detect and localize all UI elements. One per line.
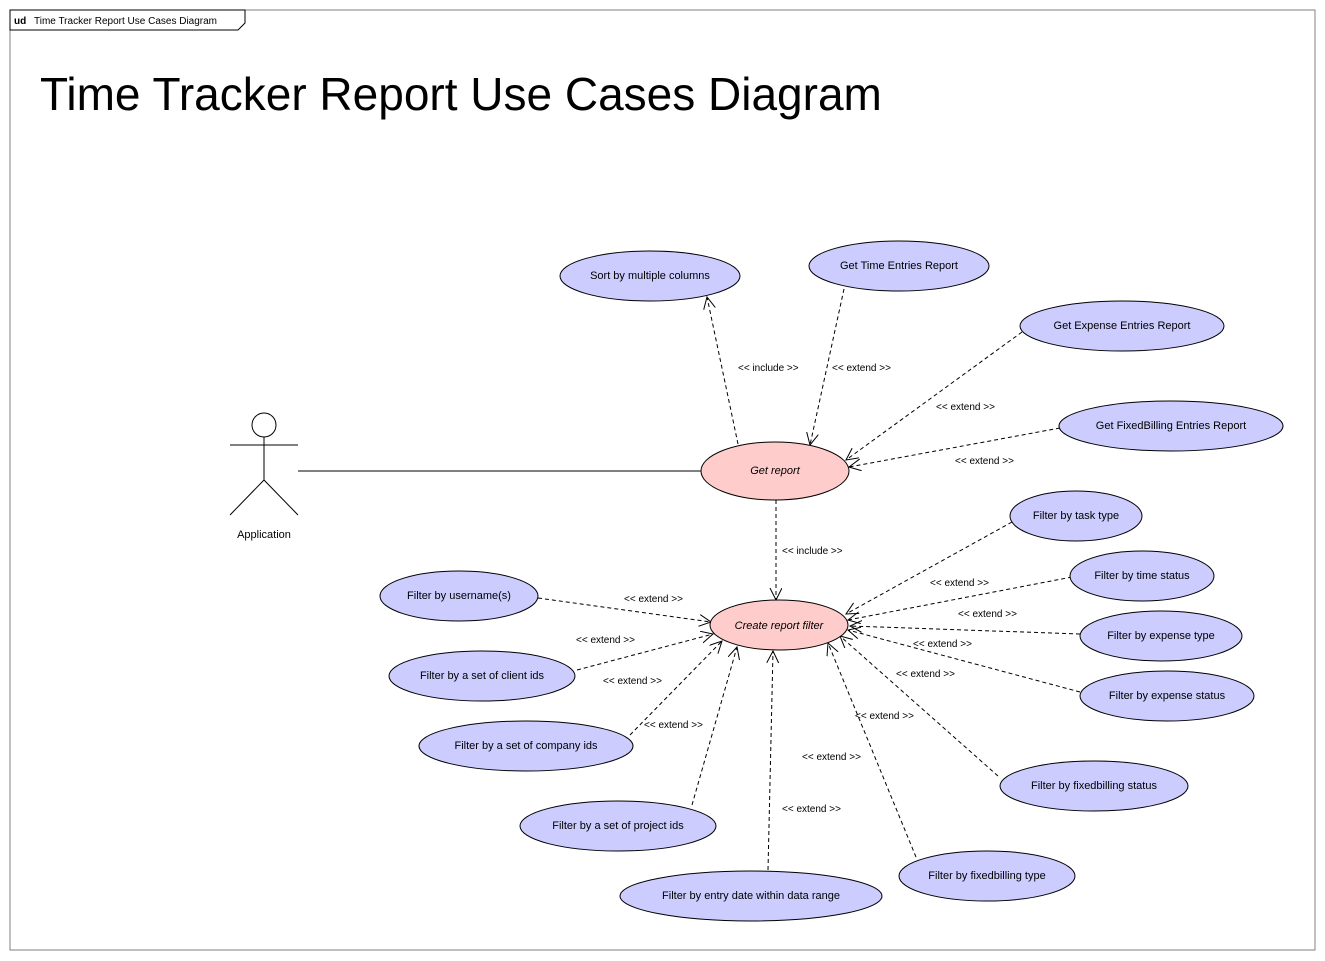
diagram-frame bbox=[9, 9, 1316, 951]
use-case-label: Create report filter bbox=[735, 620, 825, 632]
actor-left-leg bbox=[229, 479, 265, 516]
diagram-title: Time Tracker Report Use Cases Diagram bbox=[40, 68, 882, 120]
use-case-label: Get Time Entries Report bbox=[840, 260, 958, 272]
use-case-label: Get report bbox=[750, 465, 800, 477]
use-case-label: Filter by a set of project ids bbox=[552, 820, 684, 832]
use-case-label: Filter by fixedbilling type bbox=[928, 870, 1045, 882]
use-case-label: Filter by expense status bbox=[1109, 690, 1226, 702]
use-case-get-fixedbilling-entries-report[interactable]: Get FixedBilling Entries Report bbox=[1058, 400, 1284, 452]
use-case-filter-by-project-ids[interactable]: Filter by a set of project ids bbox=[519, 800, 717, 852]
frame-tag-name: Time Tracker Report Use Cases Diagram bbox=[34, 16, 217, 27]
actor-right-leg bbox=[263, 479, 299, 516]
use-case-filter-by-company-ids[interactable]: Filter by a set of company ids bbox=[418, 720, 634, 772]
use-case-filter-by-expense-status[interactable]: Filter by expense status bbox=[1079, 670, 1255, 722]
extend-company-ids-line bbox=[629, 641, 722, 736]
use-case-filter-by-usernames[interactable]: Filter by username(s) bbox=[379, 570, 539, 622]
extend-expense-type-line bbox=[850, 626, 1081, 635]
extend-expense-entries-line bbox=[846, 331, 1023, 460]
extend-label-project-ids: << extend >> bbox=[644, 720, 703, 731]
actor-head bbox=[251, 412, 277, 438]
extend-label-expense-type: << extend >> bbox=[913, 639, 972, 650]
extend-label-expense-status: << extend >> bbox=[896, 669, 955, 680]
extend-client-ids-line bbox=[576, 634, 713, 671]
frame-tag-box bbox=[9, 9, 246, 31]
actor-application[interactable]: Application bbox=[229, 412, 299, 541]
extend-label-fixedbilling-status: << extend >> bbox=[855, 711, 914, 722]
extend-label-task-type: << extend >> bbox=[930, 578, 989, 589]
use-case-label: Filter by a set of company ids bbox=[454, 740, 598, 752]
include-label-create-filter: << include >> bbox=[782, 546, 843, 557]
use-case-filter-by-expense-type[interactable]: Filter by expense type bbox=[1079, 610, 1243, 662]
extend-label-time-entries: << extend >> bbox=[832, 363, 891, 374]
use-case-label: Filter by task type bbox=[1033, 510, 1119, 522]
use-case-filter-by-fixedbilling-status[interactable]: Filter by fixedbilling status bbox=[999, 760, 1189, 812]
use-case-filter-by-client-ids[interactable]: Filter by a set of client ids bbox=[388, 650, 576, 702]
extend-label-fixedbilling-entries: << extend >> bbox=[955, 456, 1014, 467]
extend-task-type-line bbox=[846, 521, 1013, 614]
use-case-label: Filter by entry date within data range bbox=[662, 890, 840, 902]
extend-time-status-line bbox=[848, 576, 1073, 620]
actor-label: Application bbox=[237, 529, 291, 541]
include-sort-line bbox=[707, 297, 739, 445]
extend-label-fixedbilling-type: << extend >> bbox=[802, 752, 861, 763]
extend-usernames-line bbox=[537, 597, 711, 622]
extend-label-time-status: << extend >> bbox=[958, 609, 1017, 620]
extend-fixedbilling-type-line bbox=[828, 643, 917, 858]
extend-label-company-ids: << extend >> bbox=[603, 676, 662, 687]
use-case-filter-by-task-type[interactable]: Filter by task type bbox=[1009, 490, 1143, 542]
relation-labels: << include >> << extend >> << extend >> … bbox=[576, 363, 1017, 815]
extend-project-ids-line bbox=[691, 647, 737, 806]
use-case-filter-by-fixedbilling-type[interactable]: Filter by fixedbilling type bbox=[898, 850, 1076, 902]
include-label-sort: << include >> bbox=[738, 363, 799, 374]
use-case-label: Filter by a set of client ids bbox=[420, 670, 545, 682]
extend-label-expense-entries: << extend >> bbox=[936, 402, 995, 413]
use-case-sort-by-multiple-columns[interactable]: Sort by multiple columns bbox=[559, 250, 741, 302]
use-case-label: Get Expense Entries Report bbox=[1054, 320, 1191, 332]
frame-tag-keyword: ud bbox=[14, 16, 26, 27]
extend-expense-status-line bbox=[848, 630, 1081, 693]
use-case-label: Filter by time status bbox=[1094, 570, 1190, 582]
use-case-label: Get FixedBilling Entries Report bbox=[1096, 420, 1246, 432]
extend-label-usernames: << extend >> bbox=[624, 594, 683, 605]
use-case-get-expense-entries-report[interactable]: Get Expense Entries Report bbox=[1019, 300, 1225, 352]
use-case-label: Sort by multiple columns bbox=[590, 270, 710, 282]
use-case-get-time-entries-report[interactable]: Get Time Entries Report bbox=[808, 240, 990, 292]
extend-fixedbilling-status-line bbox=[840, 636, 999, 777]
use-case-get-report[interactable]: Get report bbox=[700, 441, 850, 501]
extend-label-entry-date: << extend >> bbox=[782, 804, 841, 815]
extend-entry-date-line bbox=[768, 651, 773, 871]
use-case-filter-by-entry-date[interactable]: Filter by entry date within data range bbox=[619, 870, 883, 922]
use-case-create-report-filter[interactable]: Create report filter bbox=[709, 599, 849, 651]
use-case-label: Filter by username(s) bbox=[407, 590, 511, 602]
extend-time-entries-line bbox=[810, 288, 845, 445]
dependency-lines bbox=[537, 288, 1081, 871]
use-case-label: Filter by expense type bbox=[1107, 630, 1215, 642]
use-case-filter-by-time-status[interactable]: Filter by time status bbox=[1069, 550, 1215, 602]
extend-label-client-ids: << extend >> bbox=[576, 635, 635, 646]
extend-fixedbilling-entries-line bbox=[849, 427, 1061, 467]
use-case-label: Filter by fixedbilling status bbox=[1031, 780, 1157, 792]
